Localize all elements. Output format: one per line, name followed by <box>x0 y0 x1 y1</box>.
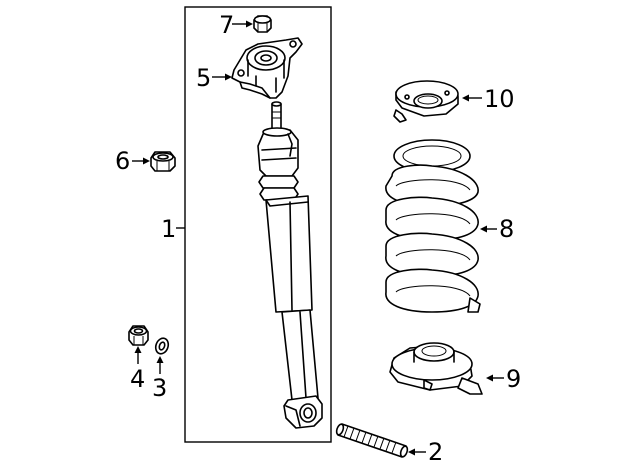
callout-9: 9 <box>506 365 521 393</box>
callout-10: 10 <box>484 85 515 113</box>
part-9-lower-spring-seat[interactable] <box>389 342 483 395</box>
callout-1: 1 <box>161 215 176 243</box>
callout-2: 2 <box>428 438 443 466</box>
callout-4: 4 <box>130 365 145 393</box>
part-4-nut[interactable] <box>128 325 149 346</box>
part-3-washer[interactable] <box>154 336 171 355</box>
callout-5: 5 <box>196 64 211 92</box>
part-7-nut[interactable] <box>253 15 272 33</box>
callout-6: 6 <box>115 147 130 175</box>
part-10-upper-spring-seat[interactable] <box>393 80 459 123</box>
part-2-stud-bolt[interactable] <box>335 423 409 458</box>
shock-assembly-frame <box>184 6 332 443</box>
callout-7: 7 <box>219 11 234 39</box>
part-5-upper-mount[interactable] <box>231 37 303 99</box>
part-8-coil-spring[interactable] <box>385 139 481 313</box>
callout-8: 8 <box>499 215 514 243</box>
part-1-shock-absorber[interactable] <box>257 101 323 429</box>
callout-3: 3 <box>152 374 167 402</box>
part-6-nut[interactable] <box>150 151 176 172</box>
